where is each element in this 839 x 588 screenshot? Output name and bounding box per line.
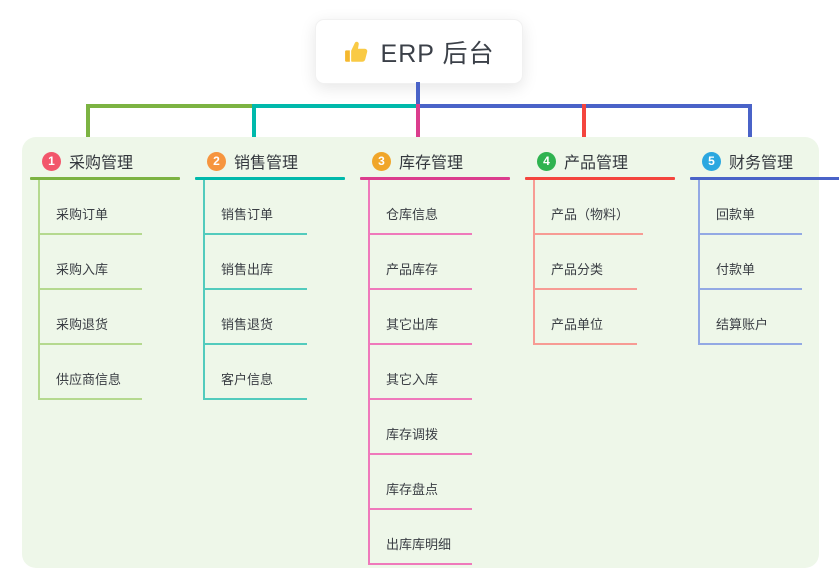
child-node[interactable]: 回款单 (700, 180, 802, 235)
branch-1: 1 采购管理 采购订单 采购入库 采购退货 供应商信息 (30, 148, 180, 400)
child-node[interactable]: 其它入库 (370, 345, 472, 400)
root-connector (416, 82, 420, 108)
root-node[interactable]: ERP 后台 (315, 19, 523, 84)
branch-index-badge: 5 (702, 151, 721, 171)
child-label: 付款单 (716, 262, 756, 277)
child-label: 回款单 (716, 207, 756, 222)
child-node[interactable]: 采购订单 (40, 180, 142, 235)
child-label: 采购退货 (56, 317, 109, 332)
child-label: 产品库存 (386, 262, 439, 277)
child-label: 库存盘点 (386, 482, 439, 497)
branch-2: 2 销售管理 销售订单 销售出库 销售退货 客户信息 (195, 148, 345, 400)
child-label: 结算账户 (716, 317, 769, 332)
branch-underline (195, 177, 345, 180)
connector-h-left (86, 104, 256, 108)
child-label: 销售订单 (221, 207, 274, 222)
branch-label: 采购管理 (69, 155, 134, 172)
child-label: 销售退货 (221, 317, 274, 332)
child-label: 仓库信息 (386, 207, 439, 222)
child-node[interactable]: 库存调拨 (370, 400, 472, 455)
root-title: ERP 后台 (380, 39, 495, 68)
child-node[interactable]: 供应商信息 (40, 345, 142, 400)
child-label: 库存调拨 (386, 427, 439, 442)
branch-underline (360, 177, 510, 180)
child-node[interactable]: 产品（物料） (535, 180, 644, 235)
child-node[interactable]: 产品库存 (370, 235, 472, 290)
child-node[interactable]: 产品单位 (535, 290, 637, 345)
branch-index-badge: 1 (42, 151, 61, 171)
connector-h-mid (252, 104, 420, 108)
branch-3: 3 库存管理 仓库信息 产品库存 其它出库 其它入库 库存调拨 库存盘点 出库库… (360, 148, 510, 565)
child-node[interactable]: 付款单 (700, 235, 802, 290)
branch-index-badge: 2 (207, 151, 226, 171)
branch-underline (525, 177, 675, 180)
branch-node[interactable]: 3 库存管理 (360, 148, 510, 174)
connector-drop-3 (416, 104, 420, 150)
connector-drop-1 (86, 104, 90, 150)
connector-drop-5 (748, 104, 752, 150)
thumbs-up-icon (344, 39, 370, 65)
child-label: 产品（物料） (551, 207, 630, 222)
child-label: 产品单位 (551, 317, 604, 332)
child-node[interactable]: 结算账户 (700, 290, 802, 345)
child-node[interactable]: 销售订单 (205, 180, 307, 235)
child-label: 产品分类 (551, 262, 604, 277)
child-label: 采购入库 (56, 262, 109, 277)
child-node[interactable]: 产品分类 (535, 235, 637, 290)
connector-drop-2 (252, 104, 256, 150)
branch-node[interactable]: 4 产品管理 (525, 148, 675, 174)
child-label: 采购订单 (56, 207, 109, 222)
child-node[interactable]: 销售出库 (205, 235, 307, 290)
child-node[interactable]: 库存盘点 (370, 455, 472, 510)
branch-4: 4 产品管理 产品（物料） 产品分类 产品单位 (525, 148, 675, 345)
branch-children: 回款单 付款单 结算账户 (698, 180, 802, 345)
branch-index-badge: 3 (372, 151, 391, 171)
branch-index-badge: 4 (537, 151, 556, 171)
branch-children: 仓库信息 产品库存 其它出库 其它入库 库存调拨 库存盘点 出库库明细 (368, 180, 472, 565)
branch-label: 产品管理 (564, 155, 629, 172)
child-label: 供应商信息 (56, 372, 122, 387)
child-node[interactable]: 其它出库 (370, 290, 472, 345)
branch-label: 销售管理 (234, 155, 299, 172)
child-node[interactable]: 客户信息 (205, 345, 307, 400)
connector-drop-4 (582, 104, 586, 150)
branch-node[interactable]: 2 销售管理 (195, 148, 345, 174)
branch-underline (690, 177, 839, 180)
child-node[interactable]: 采购退货 (40, 290, 142, 345)
child-node[interactable]: 销售退货 (205, 290, 307, 345)
child-node[interactable]: 仓库信息 (370, 180, 472, 235)
child-label: 其它入库 (386, 372, 439, 387)
branch-children: 采购订单 采购入库 采购退货 供应商信息 (38, 180, 142, 400)
branch-label: 库存管理 (399, 155, 464, 172)
branch-label: 财务管理 (729, 155, 794, 172)
branch-5: 5 财务管理 回款单 付款单 结算账户 (690, 148, 839, 345)
child-node[interactable]: 采购入库 (40, 235, 142, 290)
branch-node[interactable]: 5 财务管理 (690, 148, 839, 174)
child-label: 客户信息 (221, 372, 274, 387)
child-label: 出库库明细 (386, 537, 452, 552)
child-node[interactable]: 出库库明细 (370, 510, 472, 565)
child-label: 其它出库 (386, 317, 439, 332)
child-label: 销售出库 (221, 262, 274, 277)
mindmap-panel: 1 采购管理 采购订单 采购入库 采购退货 供应商信息 2 销售管理 销售订单 … (22, 137, 839, 568)
branch-underline (30, 177, 180, 180)
branch-children: 产品（物料） 产品分类 产品单位 (533, 180, 644, 345)
branch-node[interactable]: 1 采购管理 (30, 148, 180, 174)
branch-children: 销售订单 销售出库 销售退货 客户信息 (203, 180, 307, 400)
